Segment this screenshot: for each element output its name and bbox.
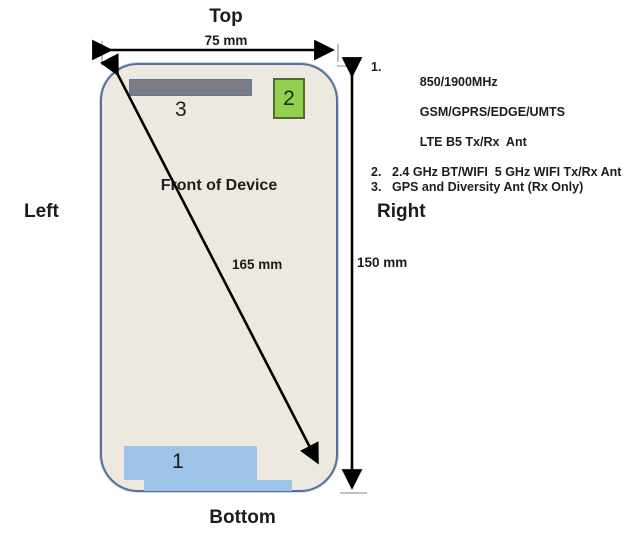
legend-item-3-text: GPS and Diversity Ant (Rx Only) [392, 180, 584, 194]
right-label: Right [377, 201, 426, 222]
legend-item-2-number: 2. [371, 165, 382, 179]
antenna-1-cellular [124, 446, 257, 480]
front-of-device-label: Front of Device [160, 177, 278, 194]
width-dimension-label: 75 mm [204, 33, 248, 48]
antenna-3-gps-diversity [129, 79, 252, 96]
top-label: Top [209, 6, 243, 27]
antenna-1-marker: 1 [172, 450, 184, 473]
antenna-2-marker: 2 [283, 86, 295, 110]
left-label: Left [24, 201, 59, 222]
diagonal-dimension-label: 165 mm [232, 257, 283, 272]
device-outline: 3 2 Front of Device 165 mm 1 [100, 63, 338, 492]
height-dimension-label: 150 mm [357, 255, 408, 270]
antenna-2-wifi-bt: 2 [273, 78, 305, 119]
bottom-label: Bottom [209, 507, 276, 528]
legend-item-1: 1. 850/1900MHz GSM/GPRS/EDGE/UMTS LTE B5… [371, 60, 635, 165]
antenna-legend: 1. 850/1900MHz GSM/GPRS/EDGE/UMTS LTE B5… [371, 60, 635, 195]
antenna-3-marker: 3 [175, 98, 187, 121]
legend-item-1-number: 1. [371, 60, 382, 74]
legend-item-3: 3. GPS and Diversity Ant (Rx Only) [371, 180, 635, 195]
legend-item-2: 2. 2.4 GHz BT/WIFI 5 GHz WIFI Tx/Rx Ant [371, 165, 635, 180]
antenna-1-cellular-strip [144, 480, 292, 491]
legend-item-3-number: 3. [371, 180, 382, 194]
legend-item-2-text: 2.4 GHz BT/WIFI 5 GHz WIFI Tx/Rx Ant [392, 165, 622, 179]
legend-item-1-text: 850/1900MHz GSM/GPRS/EDGE/UMTS LTE B5 Tx… [419, 75, 565, 149]
